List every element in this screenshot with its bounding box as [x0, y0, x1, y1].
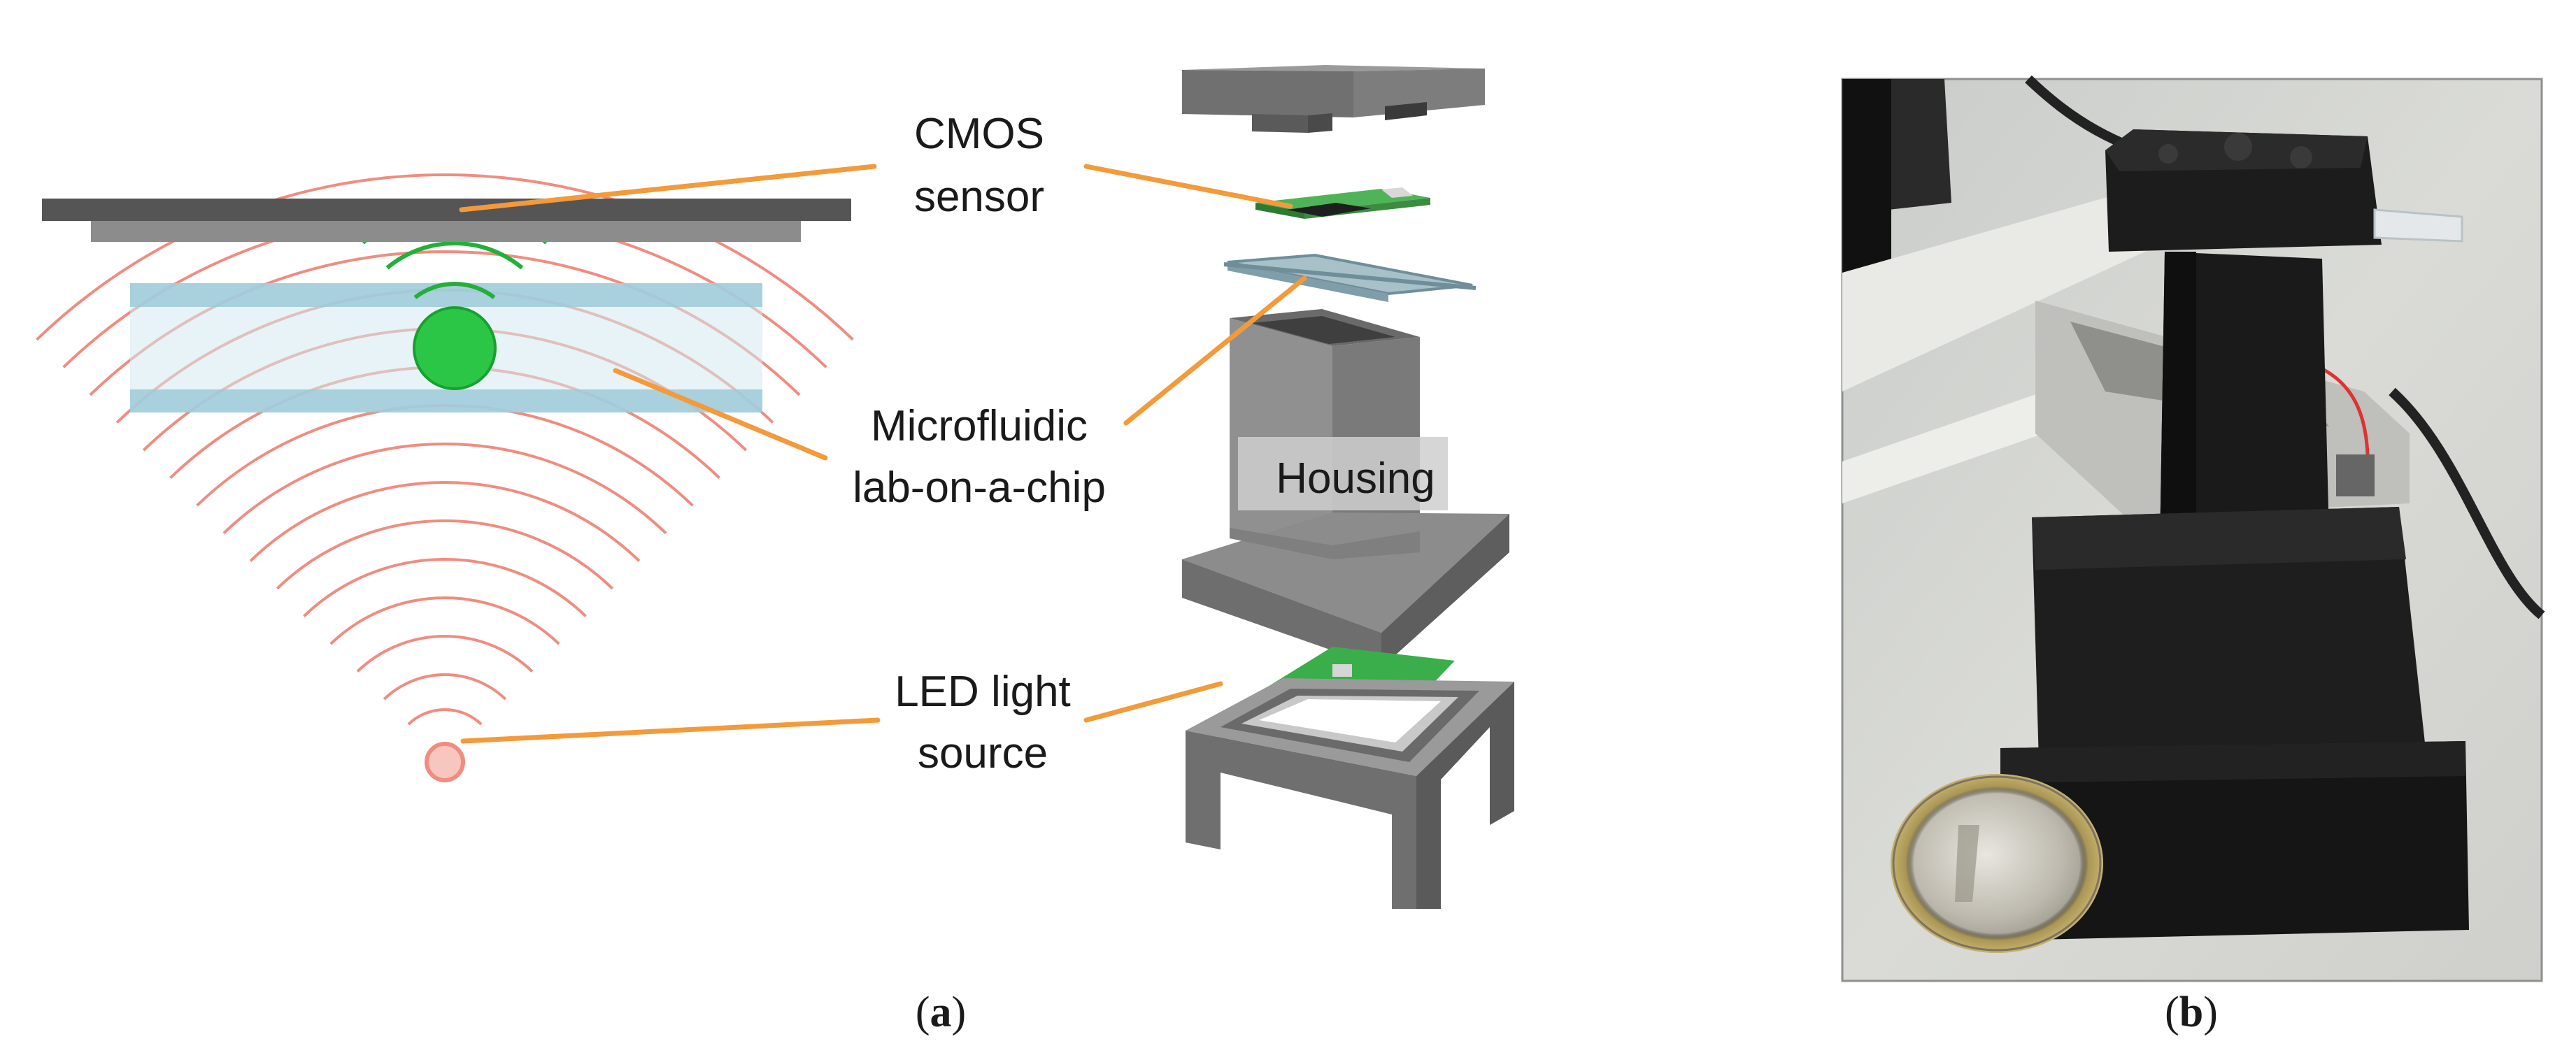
label-cmos-line2: sensor [914, 173, 1044, 221]
wavefront-arc [36, 173, 854, 341]
cmos-leader-right [1083, 164, 1293, 209]
schematic-illustration [36, 173, 854, 782]
leader-lines [459, 164, 1307, 744]
chip-leader-left [613, 368, 828, 461]
captions: (a) (b) [916, 989, 2218, 1036]
led-leader-left [460, 717, 881, 744]
chip-leader-right [1123, 275, 1307, 426]
scattered-wave-arc [413, 282, 496, 299]
wavefront-arc [356, 635, 534, 673]
wavefront-arc [276, 519, 614, 590]
device-photo [1841, 75, 2545, 982]
labels: CMOS sensor Microfluidic lab-on-a-chip H… [853, 110, 1435, 777]
chip-slide [1223, 253, 1476, 302]
housing-base [1186, 678, 1514, 909]
label-chip-line1: Microfluidic [871, 402, 1088, 450]
microfluidic-chip-schematic [130, 283, 762, 412]
label-led-line2: source [918, 729, 1048, 777]
wavefront-arc [222, 442, 667, 535]
exploded-housing-model [1182, 65, 1514, 909]
cmos-sensor-glass [91, 221, 801, 242]
wavefront-arc [407, 708, 483, 726]
caption-a: (a) [916, 989, 966, 1036]
cmos-sensor-plate [42, 199, 851, 221]
label-led-line1: LED light [895, 668, 1071, 716]
housing-flange [1182, 512, 1509, 668]
label-chip-line2: lab-on-a-chip [853, 464, 1106, 512]
light-wavefronts [36, 173, 854, 726]
wavefront-arc [196, 403, 694, 507]
led-leader-right [1083, 681, 1223, 723]
wavefront-arc [383, 673, 507, 701]
scattered-wave-arc [385, 241, 524, 270]
caption-b: (b) [2165, 989, 2218, 1036]
label-cmos-line1: CMOS [914, 110, 1044, 158]
label-housing: Housing [1276, 454, 1435, 503]
led-source-dot [425, 742, 465, 782]
cell-particle [413, 306, 497, 390]
cmos-pcb [1255, 187, 1430, 219]
wavefront-arc [329, 596, 560, 645]
cmos-leader-left [459, 164, 877, 213]
housing-lid [1182, 65, 1485, 133]
wavefront-arc [249, 481, 641, 562]
wavefront-arc [303, 557, 587, 617]
housing-tower [1230, 309, 1448, 559]
